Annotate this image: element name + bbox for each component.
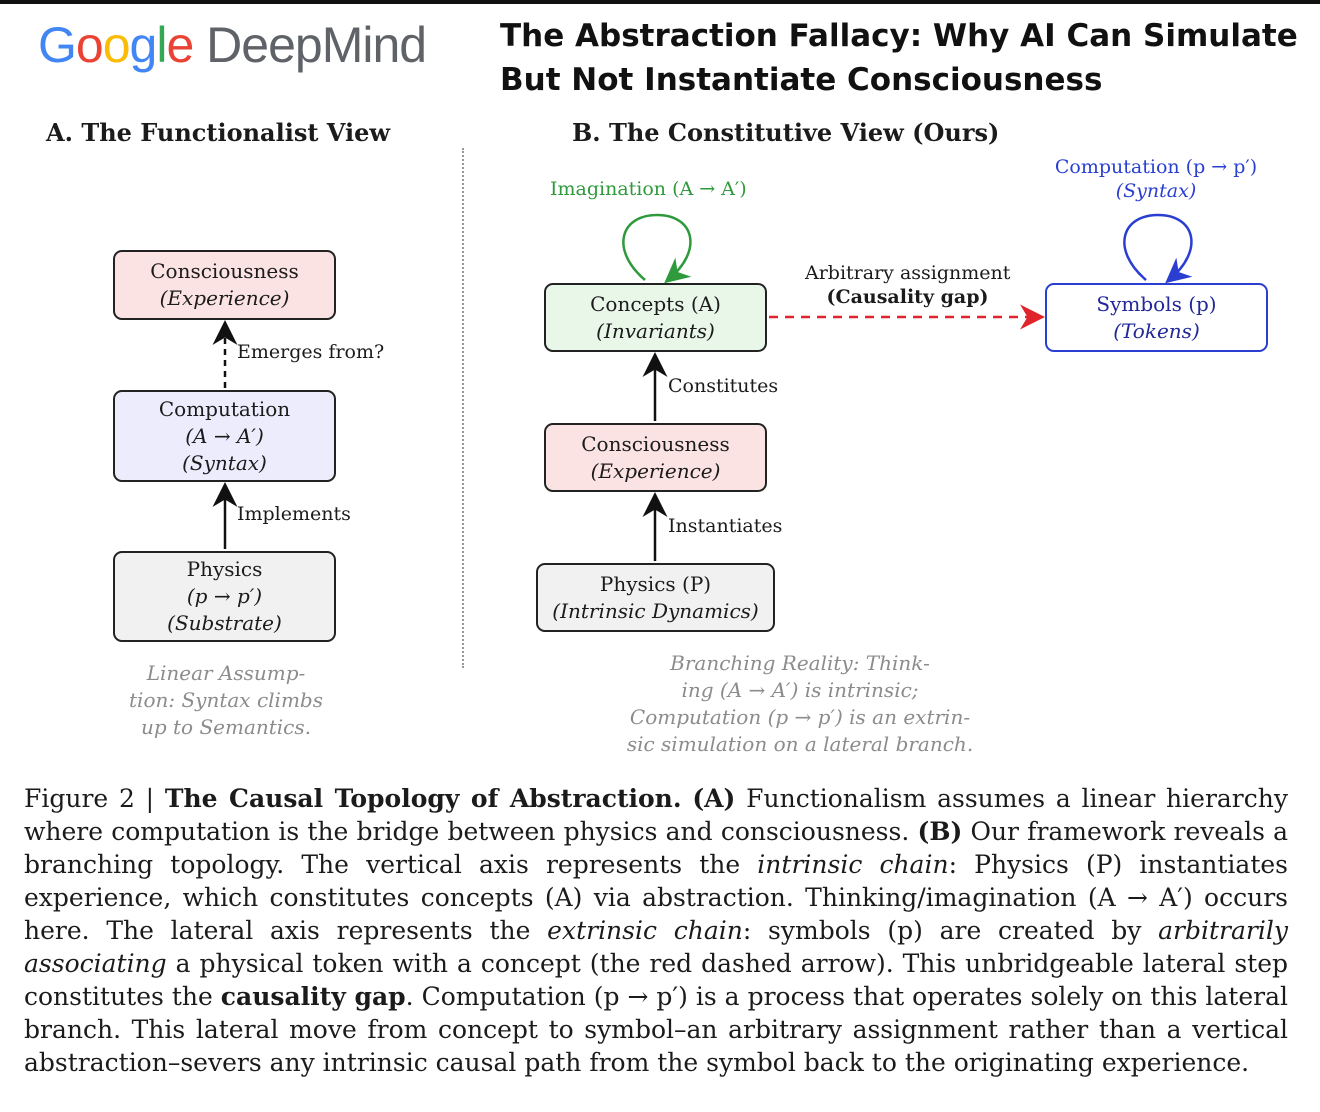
a-note: Linear Assump- tion: Syntax climbs up to… xyxy=(96,660,356,741)
logo-google: Google xyxy=(38,17,194,73)
a-note-line2: tion: Syntax climbs xyxy=(129,688,323,712)
b-symbols-box: Symbols (p) (Tokens) xyxy=(1045,283,1268,352)
caption-a-label: (A) xyxy=(692,784,736,813)
b-concepts-name: Concepts (A) xyxy=(590,291,721,316)
caption-b-label: (B) xyxy=(917,817,963,846)
b-arbitrary-label: Arbitrary assignment (Causality gap) xyxy=(805,261,1010,309)
a-consciousness-name: Consciousness xyxy=(150,259,299,283)
b-physics-sub: (Intrinsic Dynamics) xyxy=(552,598,759,623)
b-computation-label: Computation (p → p′) (Syntax) xyxy=(1000,155,1312,203)
headline-line2: But Not Instantiate Consciousness xyxy=(500,62,1103,98)
b-computation-label-line2: (Syntax) xyxy=(1115,180,1197,202)
figure-caption: Figure 2 | The Causal Topology of Abstra… xyxy=(24,782,1288,1079)
a-computation-name: Computation xyxy=(158,396,291,421)
b-symbols-name: Symbols (p) xyxy=(1096,291,1217,316)
b-concepts-box: Concepts (A) (Invariants) xyxy=(544,283,767,352)
a-emerges-label: Emerges from? xyxy=(237,341,385,363)
a-computation-formula: (A → A′) xyxy=(185,423,264,448)
b-symbols-sub: (Tokens) xyxy=(1113,318,1200,343)
a-physics-formula: (p → p′) xyxy=(186,584,263,608)
b-imagination-loop xyxy=(622,213,692,284)
a-implements-label: Implements xyxy=(237,503,351,525)
a-consciousness-box: Consciousness (Experience) xyxy=(113,250,336,320)
b-consciousness-box: Consciousness (Experience) xyxy=(544,423,767,492)
caption-figure-number: Figure 2 | xyxy=(24,784,165,813)
a-consciousness-sub: (Experience) xyxy=(159,286,290,310)
panel-b-title: B. The Constitutive View (Ours) xyxy=(572,118,1000,147)
b-computation-loop xyxy=(1123,213,1193,284)
b-arbitrary-line1: Arbitrary assignment xyxy=(805,262,1011,284)
diagram-arrows xyxy=(212,213,1193,561)
a-computation-box: Computation (A → A′) (Syntax) xyxy=(113,390,336,482)
logo-deepmind: DeepMind xyxy=(206,17,427,73)
panel-a-title: A. The Functionalist View xyxy=(46,118,391,147)
google-deepmind-logo: Google DeepMind xyxy=(38,16,427,74)
b-note-line2: ing (A → A′) is intrinsic; xyxy=(681,678,919,702)
headline: The Abstraction Fallacy: Why AI Can Simu… xyxy=(500,14,1300,102)
caption-title: The Causal Topology of Abstraction. xyxy=(164,784,682,813)
headline-line1: The Abstraction Fallacy: Why AI Can Simu… xyxy=(500,18,1298,54)
caption-seg6: . Computation (p → p′) is a process that… xyxy=(24,982,1288,1077)
b-consciousness-name: Consciousness xyxy=(581,431,730,456)
caption-arbitrarily-associating: arbitrarily associating xyxy=(24,916,1288,978)
panel-divider xyxy=(462,148,464,668)
b-consciousness-sub: (Experience) xyxy=(590,458,721,483)
b-physics-name: Physics (P) xyxy=(599,571,712,596)
b-causality-gap-label: (Causality gap) xyxy=(826,286,989,308)
b-note-line1: Branching Reality: Think- xyxy=(670,651,930,675)
caption-causality-gap: causality gap xyxy=(220,982,406,1011)
b-constitutes-label: Constitutes xyxy=(668,375,779,397)
a-physics-sub: (Substrate) xyxy=(167,611,282,635)
caption-seg4: : symbols (p) are created by xyxy=(742,916,1159,945)
b-instantiates-label: Instantiates xyxy=(668,515,783,537)
caption-seg1: Functionalism assumes a linear hierarchy… xyxy=(24,784,1288,846)
caption-seg3: : Physics (P) instantiates experience, w… xyxy=(24,850,1289,945)
b-note-line4: sic simulation on a lateral branch. xyxy=(626,732,974,756)
caption-seg5: a physical token with a concept (the red… xyxy=(24,949,1288,1011)
caption-intrinsic-chain: intrinsic chain xyxy=(757,850,949,879)
a-note-line1: Linear Assump- xyxy=(146,661,306,685)
b-concepts-sub: (Invariants) xyxy=(596,318,715,343)
b-computation-label-line1: Computation (p → p′) xyxy=(1054,156,1258,178)
a-physics-name: Physics xyxy=(186,557,263,581)
a-computation-sub: (Syntax) xyxy=(182,450,267,475)
caption-seg2: Our framework reveals a branching topolo… xyxy=(24,817,1289,879)
caption-extrinsic-chain: extrinsic chain xyxy=(547,916,743,945)
b-physics-box: Physics (P) (Intrinsic Dynamics) xyxy=(536,563,775,632)
top-rule xyxy=(0,0,1320,4)
a-physics-box: Physics (p → p′) (Substrate) xyxy=(113,551,336,642)
b-note: Branching Reality: Think- ing (A → A′) i… xyxy=(560,650,1040,758)
a-note-line3: up to Semantics. xyxy=(140,715,312,739)
b-note-line3: Computation (p → p′) is an extrin- xyxy=(629,705,971,729)
b-imagination-label: Imagination (A → A′) xyxy=(550,178,747,200)
